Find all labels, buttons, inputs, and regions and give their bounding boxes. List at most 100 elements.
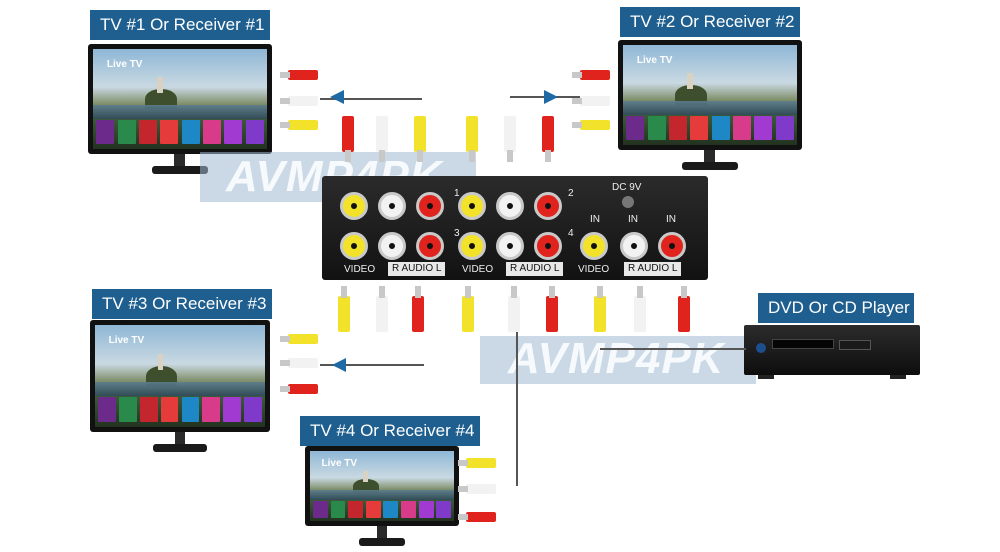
rca-plug [542,116,554,162]
tv-2: Live TV [618,40,802,172]
app-tile [244,397,262,422]
rca-jack [620,232,648,260]
wire-tv1-bus [320,98,422,100]
rca-jack [458,192,486,220]
app-tile [690,116,709,140]
rca-plug [280,384,318,394]
rca-plug [458,484,496,494]
rca-plug [280,120,318,130]
video-label-3: VIDEO [578,264,610,275]
app-tile [245,120,264,144]
rca-jack [658,232,686,260]
rca-plug [508,286,520,332]
app-tile [202,120,221,144]
rca-jack [580,232,608,260]
app-tile [669,116,688,140]
app-tile [732,116,751,140]
tv-stand [152,154,208,176]
tv-screen: Live TV [305,446,459,526]
watermark-band-bottom [480,336,756,384]
tv-1: Live TV [88,44,272,176]
rca-plug [634,286,646,332]
rca-jack [416,192,444,220]
disc-tray [772,339,834,349]
rca-plug [572,120,610,130]
port-number-2: 2 [568,188,574,199]
rca-plug [376,286,388,332]
app-tile [96,120,115,144]
app-tile [119,397,137,422]
tv-app-title: Live TV [106,59,143,70]
video-label-2: VIDEO [462,264,494,275]
rca-jack [378,192,406,220]
rca-jack [534,192,562,220]
in-label-audio-r: IN [628,214,638,225]
tv-app-tiles [312,500,452,518]
label-tv-1: TV #1 Or Receiver #1 [90,10,270,40]
tv-screen: Live TV [90,320,270,432]
lake-landscape-image: Live TV [95,325,265,427]
tv-screen: Live TV [618,40,802,150]
rca-plug [280,334,318,344]
arrow-to-tv2 [544,90,558,104]
rca-jack [416,232,444,260]
tv-app-title: Live TV [321,458,358,469]
rca-jack [496,192,524,220]
app-tile [181,397,200,422]
rca-plug [572,96,610,106]
lake-landscape-image: Live TV [310,451,454,521]
app-tile [626,116,645,140]
power-label: DC 9V [612,182,642,193]
rca-plug [280,358,318,368]
rca-jack [340,232,368,260]
lake-landscape-image: Live TV [93,49,267,149]
app-tile [160,397,179,422]
label-dvd: DVD Or CD Player [758,293,914,323]
rca-plug [504,116,516,162]
wire-dvd-bus [600,348,746,350]
rca-plug [462,286,474,332]
power-button-icon [756,343,766,353]
rca-plug [338,286,350,332]
app-tile [436,500,452,518]
port-number-1: 1 [454,188,460,199]
in-label-audio-l: IN [666,214,676,225]
rca-jack [340,192,368,220]
app-tile [117,120,136,144]
power-jack [622,196,634,208]
rca-plug [414,116,426,162]
rca-plug [594,286,606,332]
app-tile [365,500,381,518]
label-tv-4: TV #4 Or Receiver #4 [300,416,480,446]
rca-plug [466,116,478,162]
rca-plug [280,96,318,106]
arrow-to-tv1 [330,90,344,104]
tv-screen: Live TV [88,44,272,154]
tv-3: Live TV [90,320,270,454]
video-label-1: VIDEO [344,264,376,275]
tv-app-title: Live TV [108,335,145,347]
label-tv-3: TV #3 Or Receiver #3 [92,289,272,319]
lake-landscape-image: Live TV [623,45,797,145]
dvd-player [744,325,920,379]
rca-jack [458,232,486,260]
port-number-4: 4 [568,228,574,239]
port-number-3: 3 [454,228,460,239]
app-tile [223,397,241,422]
rca-plug [458,458,496,468]
app-tile [140,397,158,422]
tv-app-tiles [626,116,794,140]
rca-plug [412,286,424,332]
app-tile [711,116,730,140]
rca-plug [342,116,354,162]
rca-plug [546,286,558,332]
watermark-bottom: AVMP4PK [508,334,725,383]
rca-plug [376,116,388,162]
player-foot-left [758,375,774,379]
app-tile [647,116,666,140]
tv-stand [358,526,406,548]
audio-label-1: R AUDIO L [388,262,446,276]
tv-stand [153,432,207,454]
app-tile [181,120,200,144]
